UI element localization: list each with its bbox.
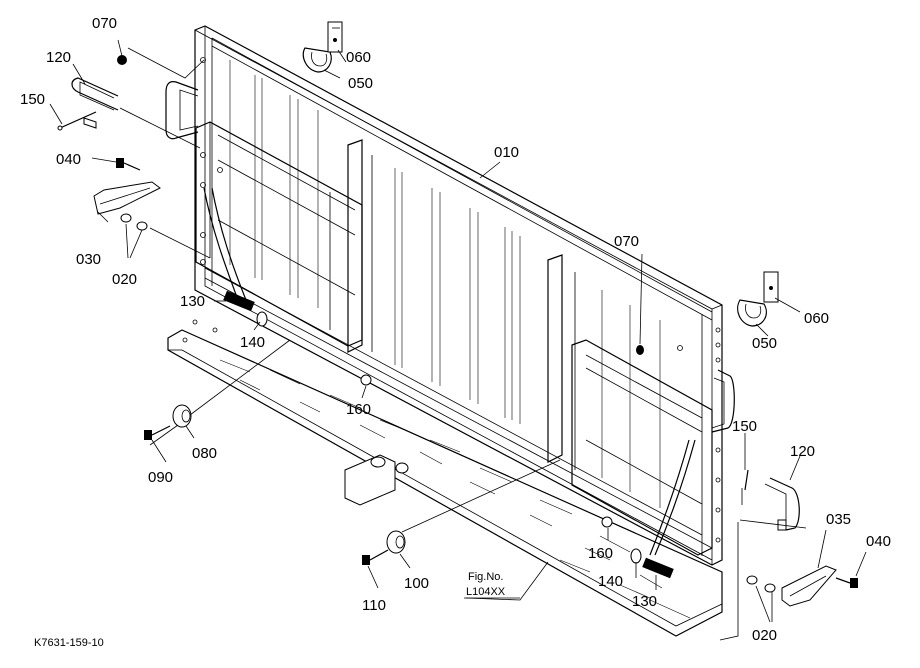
label-035: 035 [826,511,851,528]
label-020-left: 020 [112,271,137,288]
handle-left-upper [165,81,199,140]
pin-150-right [741,469,749,505]
label-120-right: 120 [790,443,815,460]
label-120-left: 120 [46,49,71,66]
label-050-right: 050 [752,335,777,352]
label-060-left: 060 [346,49,371,66]
fig-ref-line1: Fig.No. [468,571,503,583]
label-020-right: 020 [752,627,777,644]
leader-lines [49,39,867,641]
washers-020-right [746,575,776,593]
label-010: 010 [494,144,519,161]
bolt-090 [144,425,171,440]
label-110: 110 [362,597,386,614]
bolt-110 [362,549,389,565]
label-130-left: 130 [180,293,205,310]
label-060-right: 060 [804,310,829,327]
nut-070-left [117,55,127,65]
washer-140-right [630,548,642,564]
floor-plate [167,319,723,637]
label-140-right: 140 [598,573,623,590]
label-090: 090 [148,469,173,486]
label-130-right: 130 [632,593,657,610]
fig-ref-line2: L104XX [466,586,506,598]
label-160-right: 160 [588,545,613,562]
washers-020-left [120,213,148,231]
label-070-left: 070 [92,15,117,32]
right-strut [649,439,696,556]
spring-130-left [223,290,255,312]
nut-070-right [636,345,644,355]
label-030: 030 [76,251,101,268]
fig-reference: Fig.No. L104XX [464,571,520,599]
handle-right-upper [711,369,735,433]
bolt-040-right [835,577,858,588]
roller-100 [386,530,406,554]
label-100: 100 [404,575,429,592]
latch-050-060-left [302,21,343,73]
spring-130-right [642,557,674,579]
handle-120-right [764,477,800,531]
pin-150-left [57,111,97,131]
callout-labels: 070 120 150 040 030 020 130 140 080 090 … [20,15,891,644]
label-040-right: 040 [866,533,891,550]
left-strut [203,187,247,301]
main-frame [194,25,723,566]
bracket-030 [93,181,161,215]
label-070-right: 070 [614,233,639,250]
label-160-left: 160 [346,401,371,418]
handle-120-left [71,77,119,129]
latch-050-060-right [737,271,779,327]
label-140-left: 140 [240,334,265,351]
label-150-right: 150 [732,418,757,435]
footer-code: K7631-159-10 [34,637,104,649]
label-150-left: 150 [20,91,45,108]
roller-080 [172,404,192,428]
label-050-left: 050 [348,75,373,92]
bracket-035 [781,565,837,607]
label-040-left: 040 [56,151,81,168]
label-080: 080 [192,445,217,462]
bolt-040-left [116,158,141,171]
